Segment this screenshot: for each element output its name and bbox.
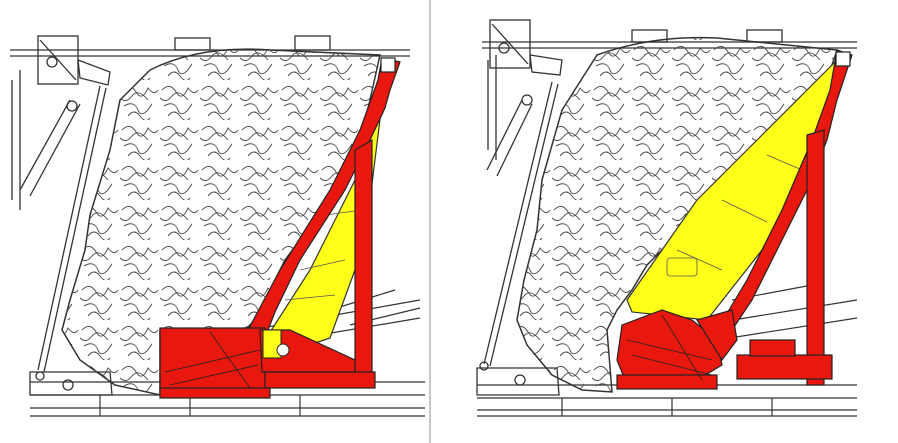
red-frame	[616, 49, 853, 390]
ground-rails	[477, 384, 857, 417]
right-drawing	[476, 19, 858, 417]
wedge-lines	[666, 154, 803, 277]
left-drawing	[10, 35, 425, 417]
frame-hinge-pin	[276, 343, 290, 357]
lever-cylinder	[476, 19, 563, 396]
panel-divider	[429, 0, 431, 443]
panel-right-tilted	[432, 0, 898, 443]
frame-top-pin	[835, 51, 851, 67]
lever-cylinder	[11, 35, 113, 396]
bale-mass	[61, 48, 381, 396]
panel-left-retracted	[0, 0, 428, 443]
frame-top-pin	[380, 57, 396, 73]
frame-hatch	[626, 314, 713, 381]
red-frame	[159, 57, 401, 399]
frame-hatch	[164, 331, 261, 389]
